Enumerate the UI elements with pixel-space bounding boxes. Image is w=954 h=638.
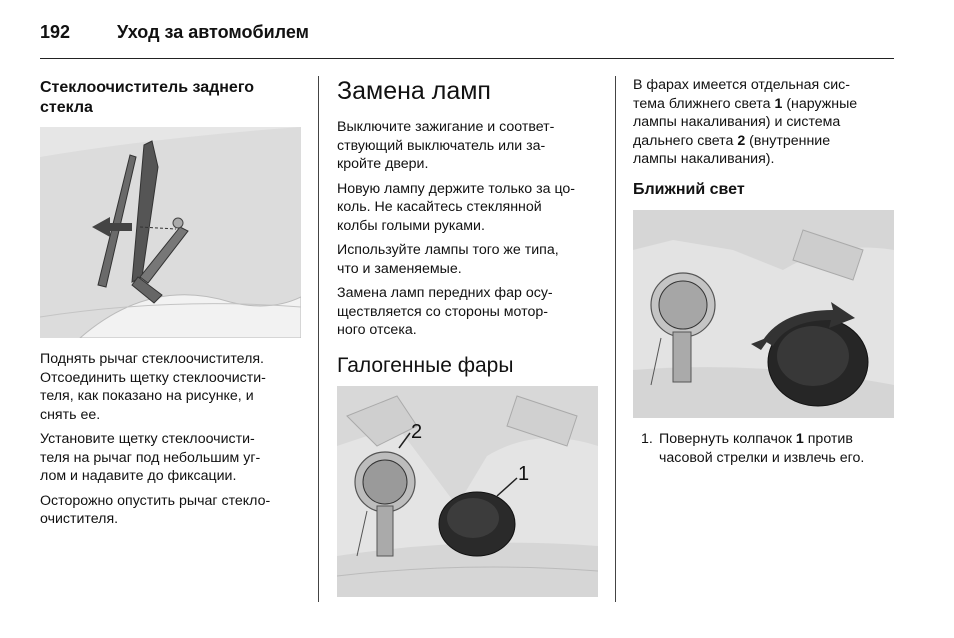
callout-1: 1 xyxy=(518,463,529,485)
text-line: ществляется со стороны мотор- xyxy=(337,303,548,320)
column-divider-1 xyxy=(318,76,319,602)
text-line: Выключите зажигание и соответ- xyxy=(337,119,555,135)
bulb-instruction-2: Новую лампу держите только за цо- коль. … xyxy=(337,180,601,236)
wiper-instruction-3: Осторожно опустить рычаг стекло- очистит… xyxy=(40,492,302,529)
low-beam-illustration xyxy=(633,210,894,418)
ref-number: 1 xyxy=(795,431,804,447)
column-1: Стеклоочиститель заднего стекла xyxy=(40,78,302,118)
text-line: (наружные xyxy=(782,95,858,112)
bulb-instruction-4: Замена ламп передних фар осу- ществляетс… xyxy=(337,284,601,340)
text-line: Замена ламп передних фар осу- xyxy=(337,285,553,301)
text-line: лампы накаливания) и система xyxy=(633,114,841,130)
text-line: теля, как показано на рисунке, и xyxy=(40,388,254,404)
step-number: 1. xyxy=(641,431,653,447)
low-beam-heading: Ближний свет xyxy=(633,181,745,198)
headlight-systems-intro: В фарах имеется отдельная сис- тема ближ… xyxy=(633,76,895,169)
header-rule xyxy=(40,58,894,59)
column-1-text: Поднять рычаг стеклоочистителя. Отсоедин… xyxy=(40,350,302,535)
text-line: Установите щетку стеклоочисти- xyxy=(40,431,255,447)
text-line: против xyxy=(803,431,853,447)
text-line: кройте двери. xyxy=(337,156,429,172)
text-line: что и заменяемые. xyxy=(337,260,462,277)
wiper-heading: Стеклоочиститель заднего стекла xyxy=(40,78,302,118)
text-line: В фарах имеется отдельная сис- xyxy=(633,77,850,93)
page-number: 192 xyxy=(40,22,71,42)
low-beam-steps: 1. Повернуть колпачок 1 против часовой с… xyxy=(633,430,895,467)
text-line: лом и надавите до фиксации. xyxy=(40,468,237,484)
halogen-headlight-illustration: 2 1 xyxy=(337,386,598,597)
column-3: В фарах имеется отдельная сис- тема ближ… xyxy=(633,76,895,175)
text-line: ствующий выключатель или за- xyxy=(337,137,546,154)
text-line: снять ее. xyxy=(40,406,101,423)
ref-number: 1 xyxy=(774,95,783,112)
text-line: Используйте лампы того же типа, xyxy=(337,242,559,258)
step-1: 1. Повернуть колпачок 1 против часовой с… xyxy=(633,430,895,467)
text-line: лампы накаливания). xyxy=(633,151,775,167)
bulb-instruction-3: Используйте лампы того же типа, что и за… xyxy=(337,241,601,278)
text-line: Повернуть колпачок xyxy=(659,431,796,447)
text-line: коль. Не касайтесь стеклянной xyxy=(337,199,542,215)
steps-list: 1. Повернуть колпачок 1 против часовой с… xyxy=(633,430,895,467)
text-line: дальнего света xyxy=(633,132,738,149)
wiper-instruction-1: Поднять рычаг стеклоочистителя. Отсоедин… xyxy=(40,350,302,424)
text-line: Отсоединить щетку стеклоочисти- xyxy=(40,369,266,386)
text-line: (внутренние xyxy=(745,132,831,149)
text-line: Осторожно опустить рычаг стекло- xyxy=(40,492,271,509)
text-line: Поднять рычаг стеклоочистителя. xyxy=(40,351,264,367)
bulb-instruction-1: Выключите зажигание и соответ- ствующий … xyxy=(337,118,601,174)
text-line: теля на рычаг под небольшим уг- xyxy=(40,449,261,466)
wiper-heading-line-1: Стеклоочиститель заднего xyxy=(40,79,255,96)
text-line: тема ближнего света xyxy=(633,95,775,112)
wiper-heading-line-2: стекла xyxy=(40,99,93,116)
chapter-title: Уход за автомобилем xyxy=(117,22,309,42)
text-line: колбы голыми руками. xyxy=(337,217,485,234)
halogen-headlights-heading: Галогенные фары xyxy=(337,354,514,377)
column-2: Замена ламп Выключите зажигание и соотве… xyxy=(337,76,601,346)
column-divider-2 xyxy=(615,76,616,602)
text-line: ного отсека. xyxy=(337,322,417,338)
text-line: очистителя. xyxy=(40,511,119,527)
ref-number: 2 xyxy=(737,132,746,149)
text-line: Новую лампу держите только за цо- xyxy=(337,180,576,197)
callout-2: 2 xyxy=(411,421,422,443)
bulb-replacement-heading: Замена ламп xyxy=(337,77,491,105)
wiper-instruction-2: Установите щетку стеклоочисти- теля на р… xyxy=(40,430,302,486)
rear-wiper-illustration xyxy=(40,127,301,338)
text-line: часовой стрелки и извлечь его. xyxy=(659,449,865,466)
